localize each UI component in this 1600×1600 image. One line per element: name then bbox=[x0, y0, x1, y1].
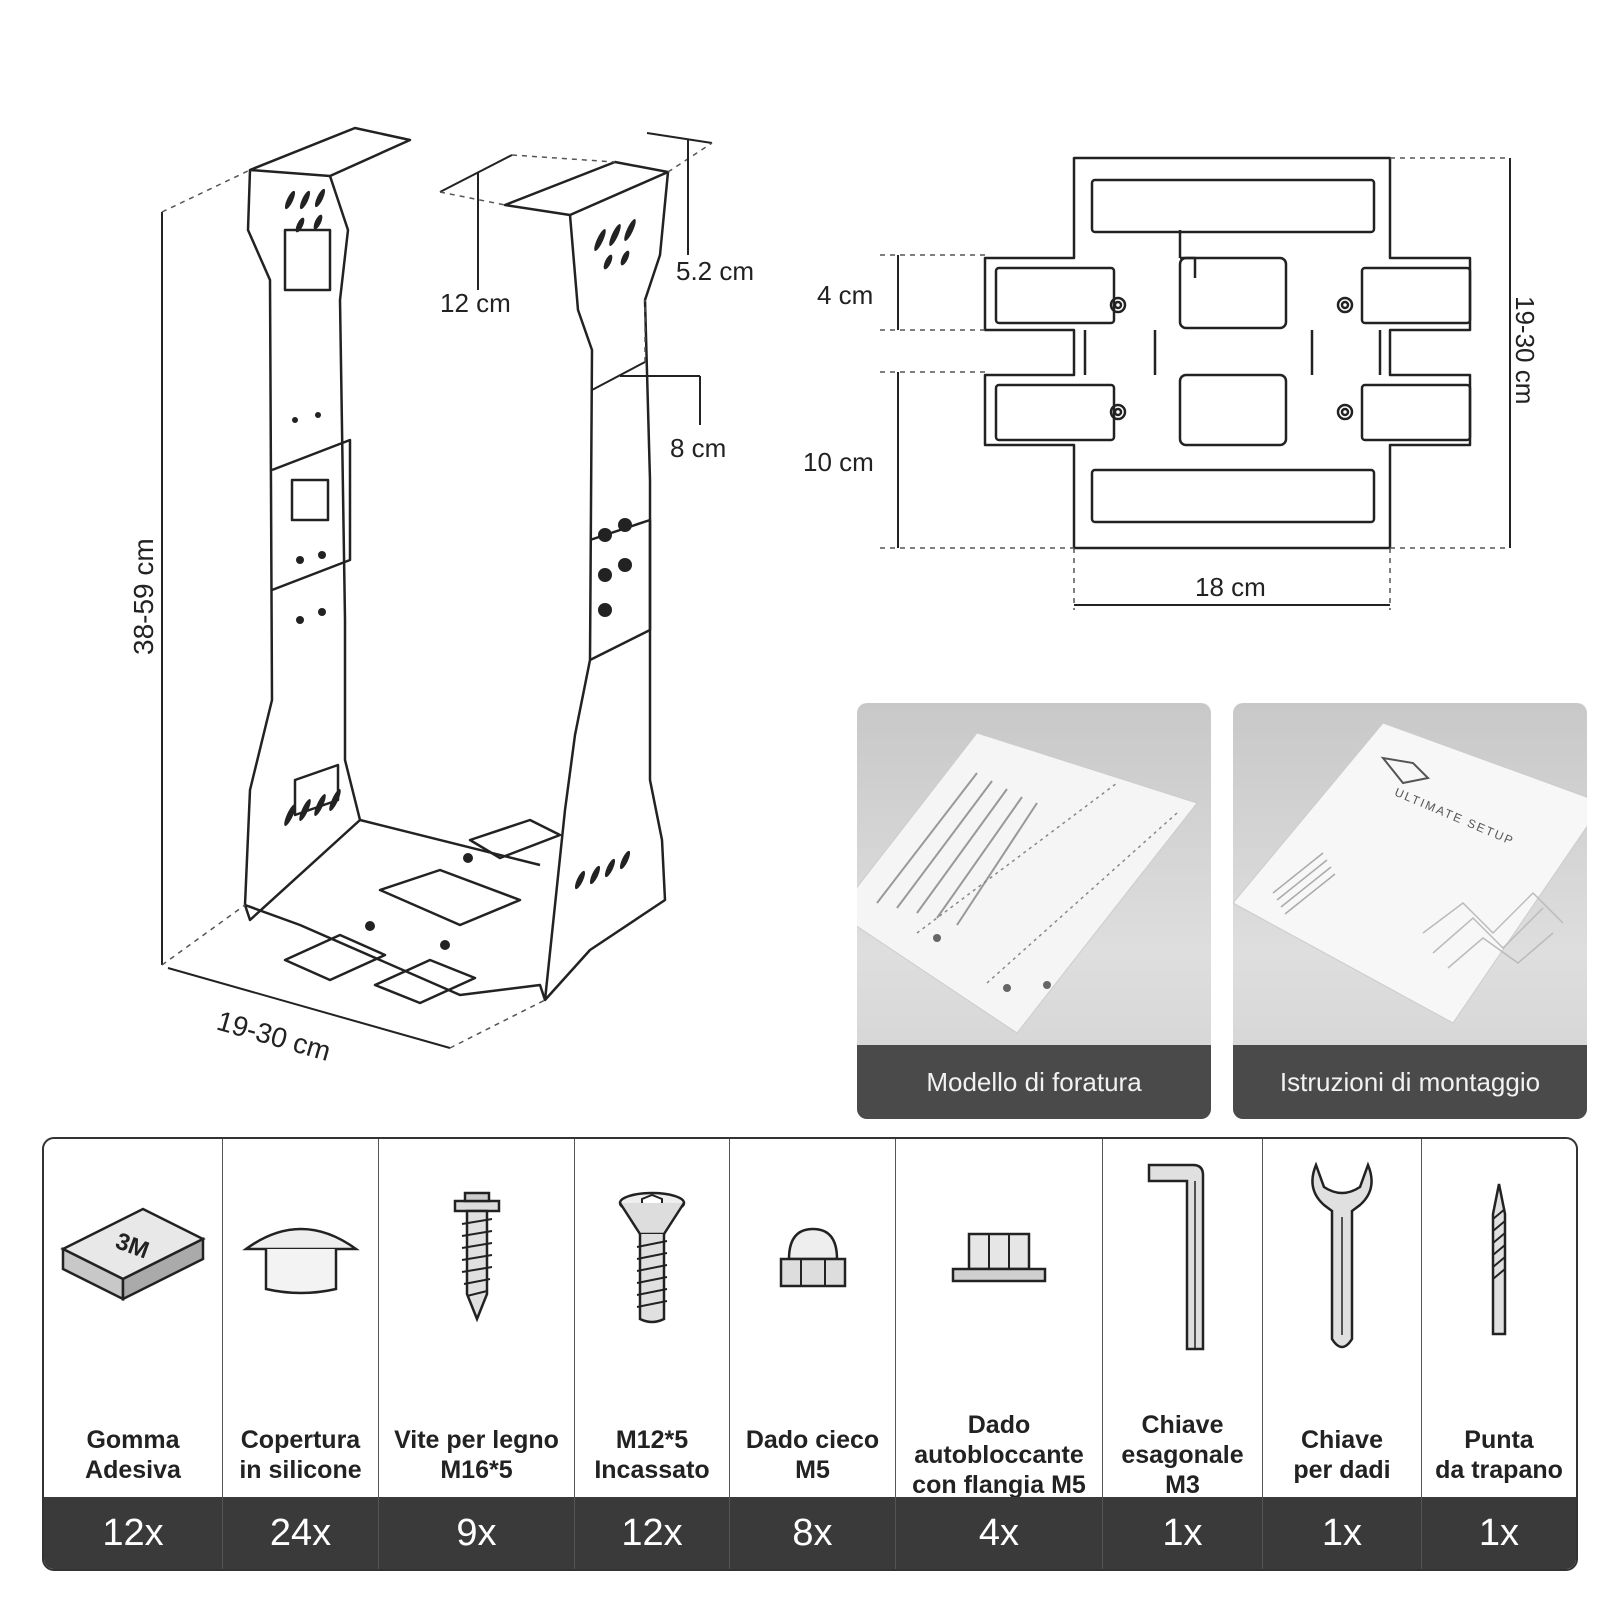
bracket-drawing bbox=[161, 126, 713, 1049]
part-quantity: 9x bbox=[379, 1497, 574, 1569]
part-quantity: 1x bbox=[1103, 1497, 1262, 1569]
part-quantity: 24x bbox=[223, 1497, 378, 1569]
mounting-plate-drawing bbox=[880, 156, 1511, 610]
part-quantity: 12x bbox=[44, 1497, 222, 1569]
part-quantity: 8x bbox=[730, 1497, 895, 1569]
part-quantity: 1x bbox=[1422, 1497, 1576, 1569]
assembly-instructions-image bbox=[1233, 722, 1587, 1024]
hex-key-icon bbox=[1147, 1163, 1204, 1351]
assembly-instructions-card: ULTIMATE SETUP Istruzioni di montaggio bbox=[1233, 703, 1587, 1119]
countersunk-screw-icon bbox=[618, 1191, 686, 1324]
part-quantity: 1x bbox=[1263, 1497, 1421, 1569]
flange-nut-icon bbox=[951, 1232, 1047, 1283]
wood-screw-icon bbox=[453, 1191, 500, 1323]
height-dimension-label: 38-59 cm bbox=[128, 538, 159, 655]
plate-gap-dimension-label: 4 cm bbox=[817, 280, 874, 310]
assembly-instructions-caption: Istruzioni di montaggio bbox=[1233, 1045, 1587, 1119]
plate-width-dimension-label: 18 cm bbox=[1195, 572, 1266, 602]
wrench-icon bbox=[1311, 1161, 1373, 1349]
flange-dimension-label: 5.2 cm bbox=[676, 256, 755, 286]
part-quantity: 12x bbox=[575, 1497, 729, 1569]
plate-height-dimension-label: 19-30 cm bbox=[1510, 296, 1540, 405]
drilling-template-image bbox=[857, 732, 1198, 1034]
silicone-cap-icon bbox=[241, 1227, 360, 1295]
cap-nut-icon bbox=[779, 1227, 846, 1288]
adhesive-pad-icon: 3M bbox=[60, 1207, 206, 1302]
plate-span-dimension-label: 10 cm bbox=[803, 447, 874, 477]
drilling-template-caption: Modello di foratura bbox=[857, 1045, 1211, 1119]
side-dimension-label: 8 cm bbox=[670, 433, 727, 463]
drill-bit-icon bbox=[1491, 1183, 1507, 1336]
top-width-dimension-label: 12 cm bbox=[440, 288, 511, 318]
part-quantity: 4x bbox=[896, 1497, 1102, 1569]
drilling-template-card: Modello di foratura bbox=[857, 703, 1211, 1119]
